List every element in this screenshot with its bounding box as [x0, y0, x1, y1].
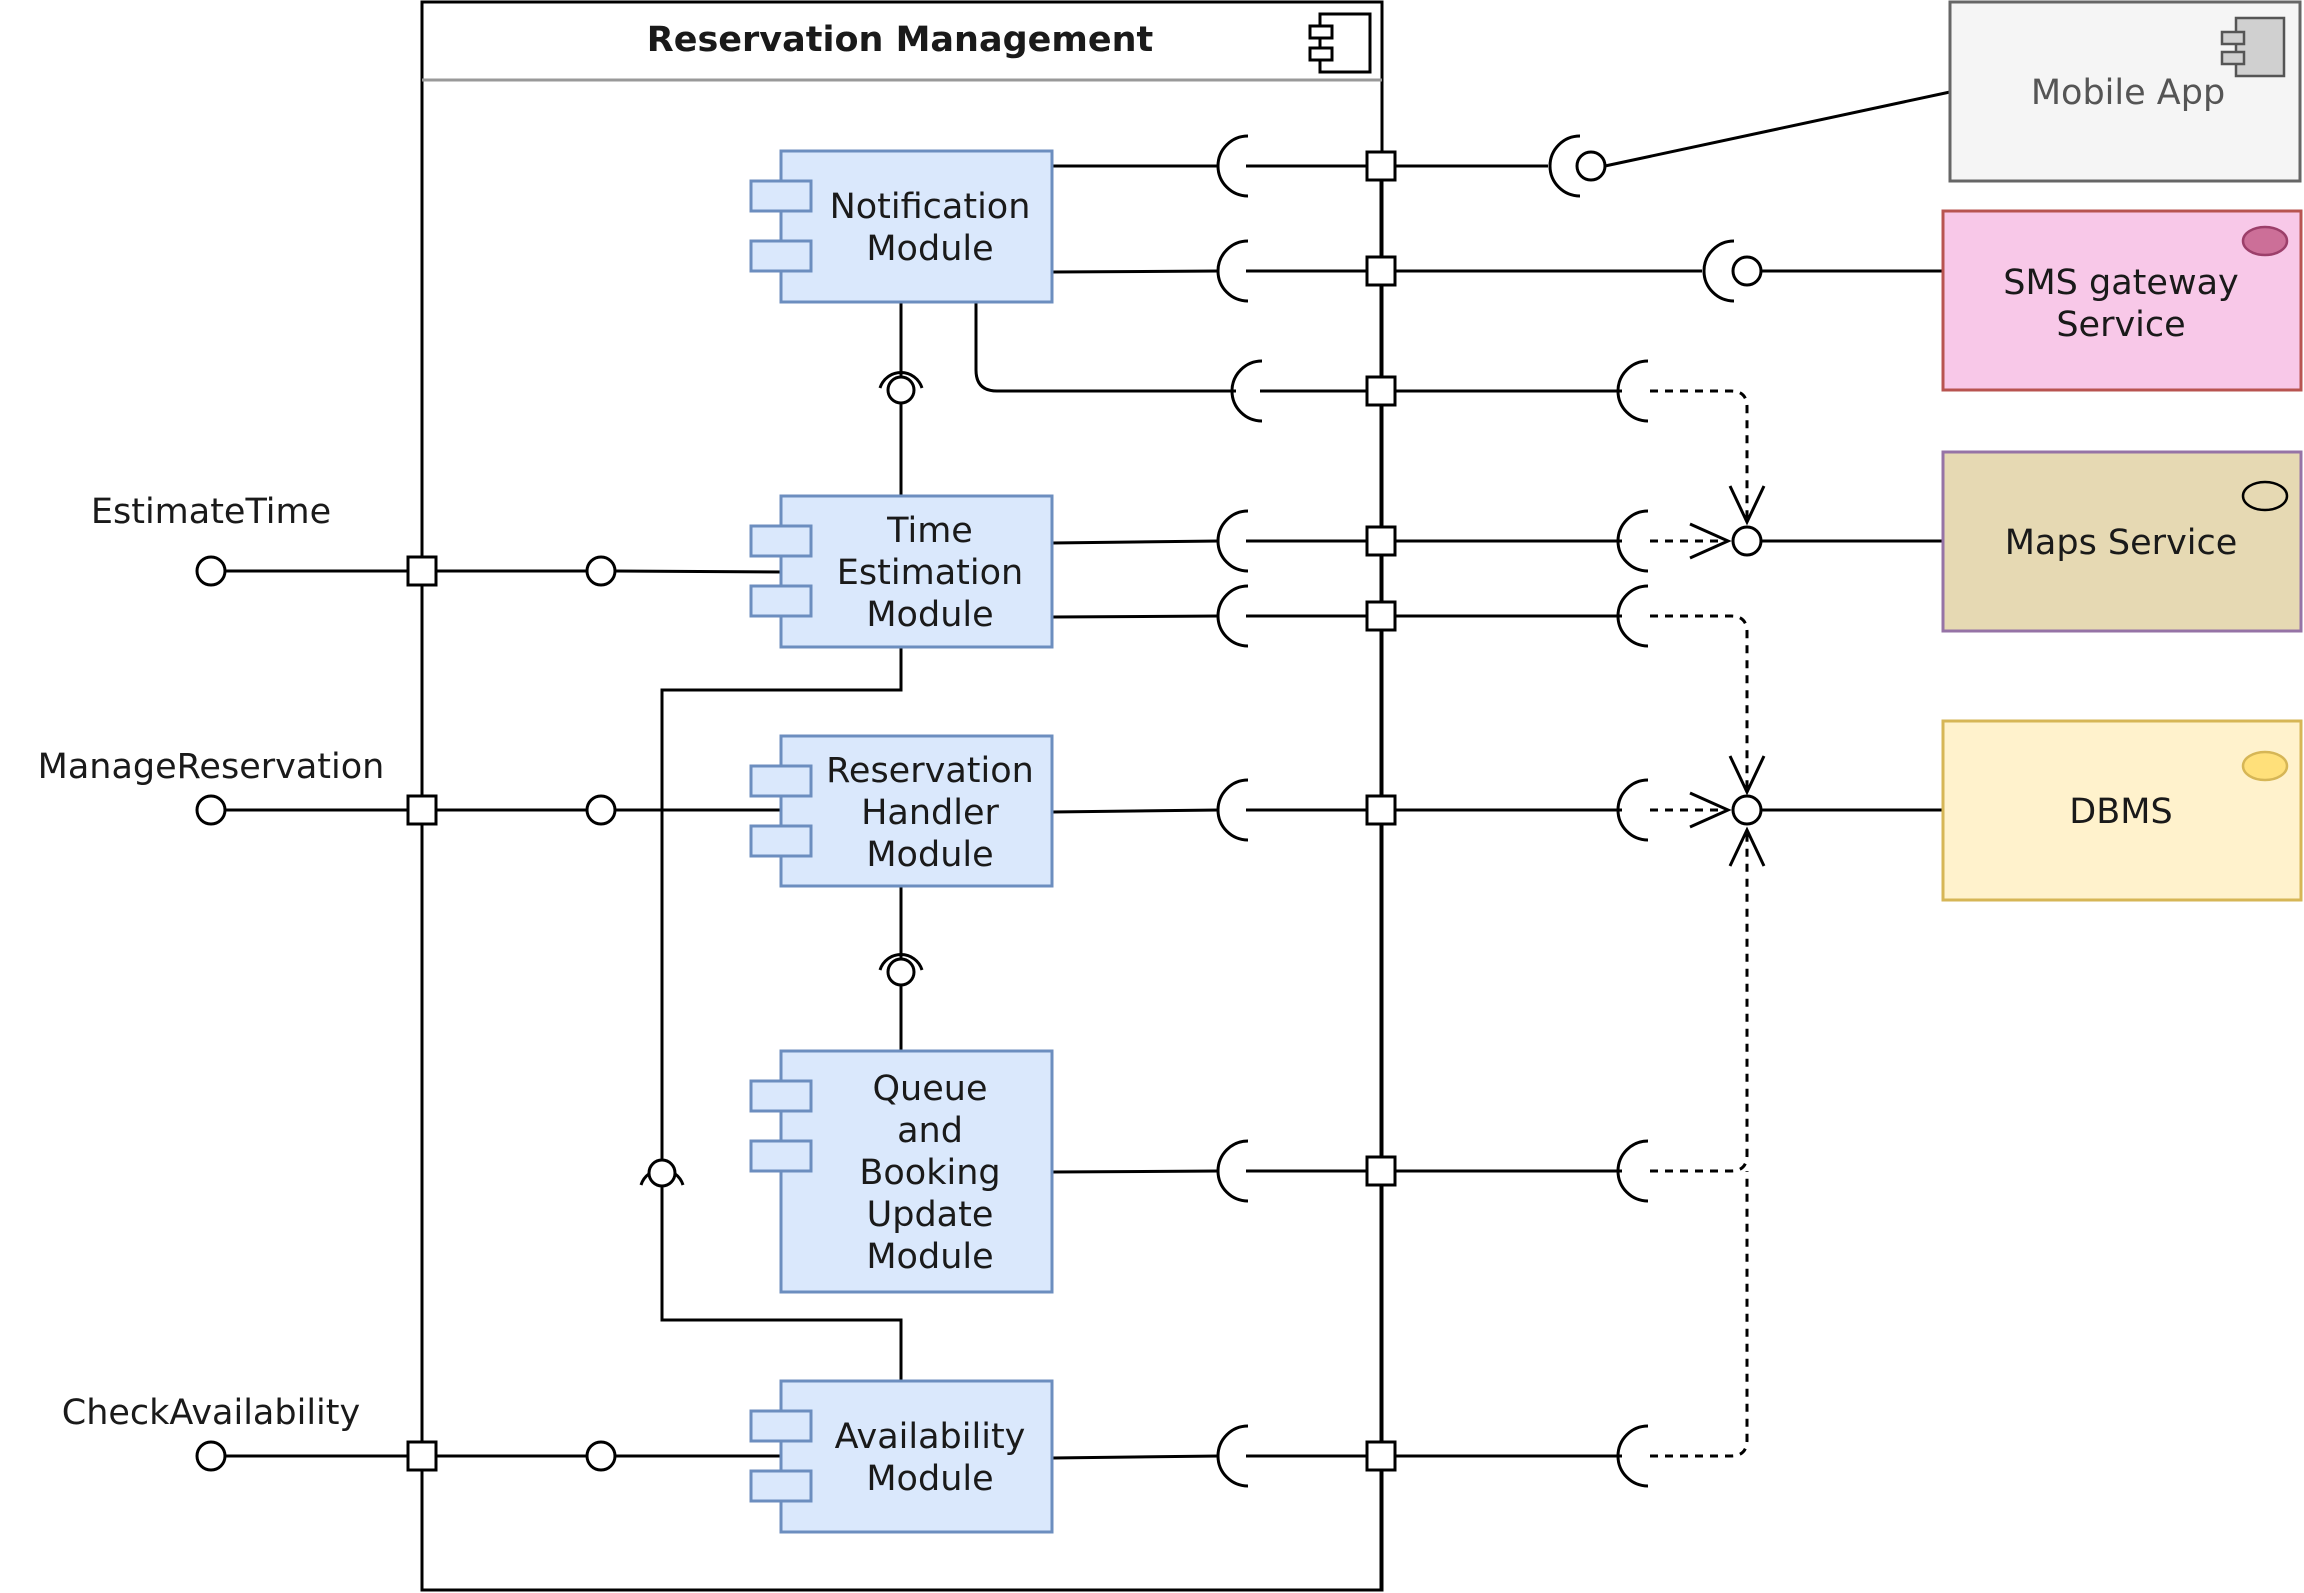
sms-gateway-label: SMS gateway [2003, 263, 2238, 303]
external-sms-gateway[interactable]: SMS gateway Service [1941, 209, 2303, 392]
module-label: Queue [873, 1069, 988, 1109]
dbms-label: DBMS [2069, 792, 2172, 832]
mobile-app-label: Mobile App [2031, 73, 2225, 113]
port-time-estimation-2 [1365, 600, 1397, 632]
module-label: Time [886, 511, 973, 551]
module-label: Notification [830, 187, 1031, 227]
module-label: Availability [835, 1417, 1026, 1457]
estimate-time-interface-icon [195, 555, 227, 587]
module-label: Module [866, 1237, 993, 1277]
module-label: Module [866, 595, 993, 635]
port-manage-reservation [406, 794, 438, 826]
port-notification-2 [1365, 255, 1397, 287]
check-availability-interface-icon [195, 1440, 227, 1472]
external-connectors [1381, 90, 1951, 1488]
port-availability [1365, 1440, 1397, 1472]
port-time-estimation-1 [1365, 525, 1397, 557]
sms-gateway-label: Service [2056, 305, 2185, 345]
external-dbms[interactable]: DBMS [1941, 719, 2303, 902]
external-mobile-app[interactable]: Mobile App [1948, 0, 2302, 183]
service-icon [2241, 480, 2289, 512]
module-label: Update [867, 1195, 994, 1235]
module-label: Module [866, 835, 993, 875]
module-reservation-handler[interactable]: Reservation Handler Module [749, 734, 1054, 888]
module-label: Module [866, 229, 993, 269]
module-label: Estimation [837, 553, 1023, 593]
module-label: Module [866, 1459, 993, 1499]
port-reservation-handler [1365, 794, 1397, 826]
internal-required-sockets [1216, 134, 1381, 1488]
manage-reservation-label: ManageReservation [38, 747, 385, 787]
service-icon [2241, 225, 2289, 257]
module-queue-booking[interactable]: Queue and Booking Update Module [749, 1049, 1054, 1294]
service-icon [2241, 750, 2289, 782]
port-check-availability [406, 1440, 438, 1472]
port-notification-3 [1365, 375, 1397, 407]
internal-connectors [224, 164, 1383, 1590]
provided-interfaces: EstimateTime ManageReservation CheckAvai… [38, 492, 617, 1472]
ports [406, 150, 1397, 1472]
port-estimate-time [406, 555, 438, 587]
manage-reservation-interface-icon [195, 794, 227, 826]
module-label: Booking [859, 1153, 1000, 1193]
check-availability-label: CheckAvailability [62, 1393, 360, 1433]
module-availability[interactable]: Availability Module [749, 1379, 1054, 1534]
module-notification[interactable]: Notification Module [749, 149, 1054, 304]
module-time-estimation[interactable]: Time Estimation Module [749, 494, 1054, 649]
container-title: Reservation Management [647, 20, 1153, 60]
component-icon [2220, 16, 2286, 78]
component-icon [1308, 12, 1372, 74]
module-label: and [897, 1111, 963, 1151]
maps-service-label: Maps Service [2005, 523, 2238, 563]
estimate-time-label: EstimateTime [91, 492, 331, 532]
port-queue-booking [1365, 1155, 1397, 1187]
port-notification-1 [1365, 150, 1397, 182]
external-maps-service[interactable]: Maps Service [1941, 450, 2303, 633]
module-label: Reservation [826, 751, 1034, 791]
module-label: Handler [861, 793, 999, 833]
